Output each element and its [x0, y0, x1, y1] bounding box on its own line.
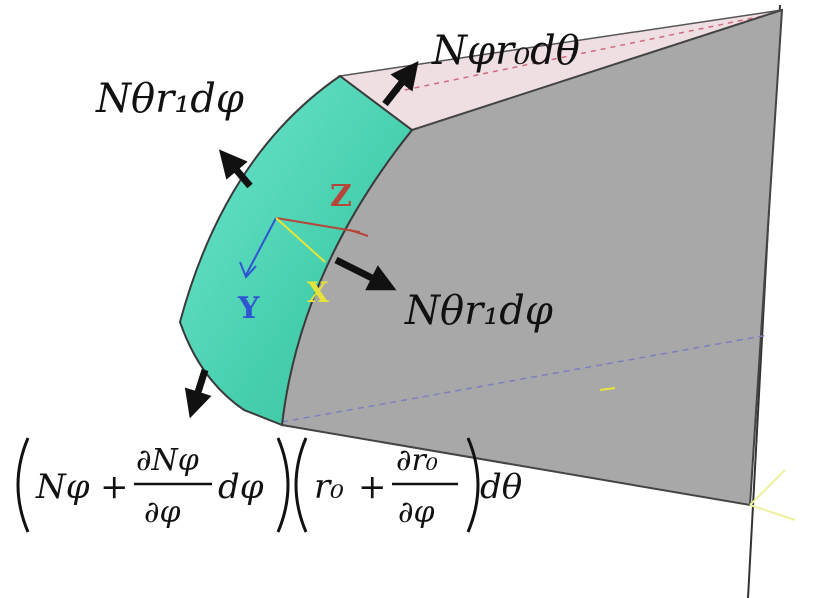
- y-axis-line: [245, 217, 277, 276]
- faint-axis-2: [749, 469, 786, 506]
- paren-close-1: [276, 437, 290, 533]
- formula-dr: ∂r₀: [396, 443, 438, 478]
- faint-axis-1: [749, 504, 796, 521]
- force-arrow-upper-left: [218, 149, 253, 189]
- label-upper-left-force: Nθr₁dφ: [95, 76, 244, 122]
- axis-label-z: Z: [330, 179, 352, 214]
- formula-dtheta: dθ: [480, 467, 522, 507]
- formula-plus-1: +: [100, 467, 129, 507]
- force-arrow-top: [382, 60, 419, 107]
- small-mark: [599, 387, 616, 391]
- paren-close-2: [466, 437, 480, 533]
- formula-dphi-tail: dφ: [218, 467, 264, 507]
- force-arrow-right: [334, 256, 397, 291]
- formula-dphi-1: ∂φ: [144, 495, 181, 530]
- formula-n-phi: Nφ: [35, 467, 90, 507]
- force-arrow-bottom: [184, 368, 212, 419]
- axis-label-x: X: [307, 276, 329, 309]
- bottom-formula: Nφ + ∂Nφ ∂φ dφ r₀ + ∂r₀ ∂φ dθ: [16, 437, 522, 533]
- axis-label-y: Y: [237, 291, 260, 326]
- formula-dphi-2: ∂φ: [398, 495, 435, 530]
- z-axis-line: [275, 217, 361, 233]
- paren-open-2: [294, 437, 308, 533]
- z-axis-tick: [349, 229, 369, 237]
- label-right-force: Nθr₁dφ: [404, 288, 553, 334]
- label-top-force: Nφr₀dθ: [431, 28, 580, 74]
- y-axis-arrowhead: [239, 261, 257, 279]
- paren-open-1: [16, 437, 30, 533]
- x-axis-line: [275, 217, 326, 263]
- formula-plus-2: +: [358, 467, 387, 507]
- formula-dN: ∂Nφ: [136, 443, 199, 478]
- element-face: [178, 74, 414, 427]
- formula-r0: r₀: [314, 467, 344, 507]
- mid-dashed-line: [281, 334, 769, 423]
